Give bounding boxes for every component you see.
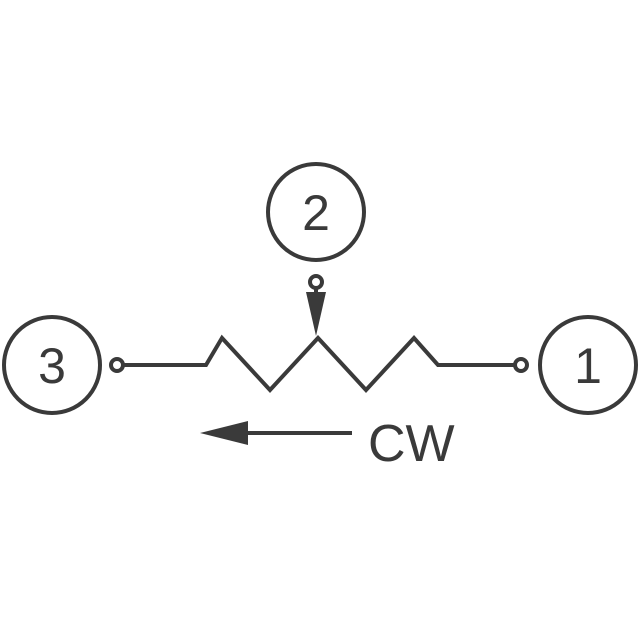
pin-1-label: 1 <box>574 338 602 394</box>
cw-direction-label: CW <box>368 415 455 473</box>
pin-1-marker: 1 <box>538 315 638 415</box>
resistor-zigzag <box>123 334 515 393</box>
wiper-arrowhead <box>306 292 326 336</box>
terminal-3-dot <box>109 357 125 373</box>
pin-1-circle <box>538 315 638 415</box>
cw-arrow-head <box>200 421 248 445</box>
pin-2-marker: 2 <box>266 162 366 262</box>
pin-3-circle <box>2 315 102 415</box>
pin-3-marker: 3 <box>2 315 102 415</box>
pin-3-label: 3 <box>38 338 66 394</box>
terminal-2-dot <box>308 274 324 290</box>
terminal-1-dot <box>513 357 529 373</box>
pin-2-circle <box>266 162 366 262</box>
pin-2-label: 2 <box>302 185 330 241</box>
